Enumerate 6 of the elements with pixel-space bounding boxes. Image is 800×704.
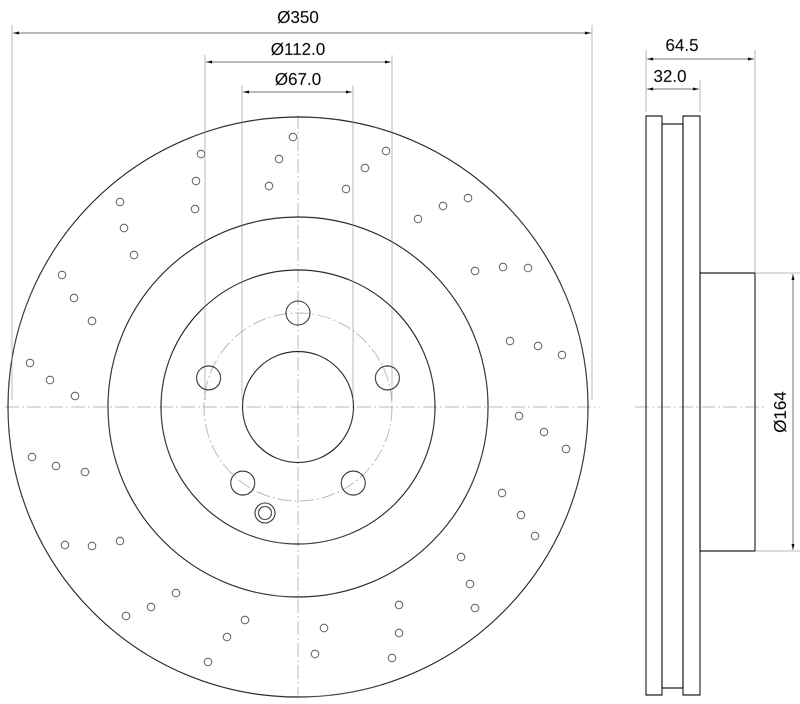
dimension-label: Ø164 (774, 392, 786, 432)
dimension-label: Ø350 (278, 10, 318, 24)
dimension-label: Ø112.0 (271, 42, 325, 56)
dimension-label: 64.5 (666, 38, 698, 52)
dimension-label: Ø67.0 (275, 72, 320, 86)
dimension-label: 32.0 (654, 70, 686, 82)
